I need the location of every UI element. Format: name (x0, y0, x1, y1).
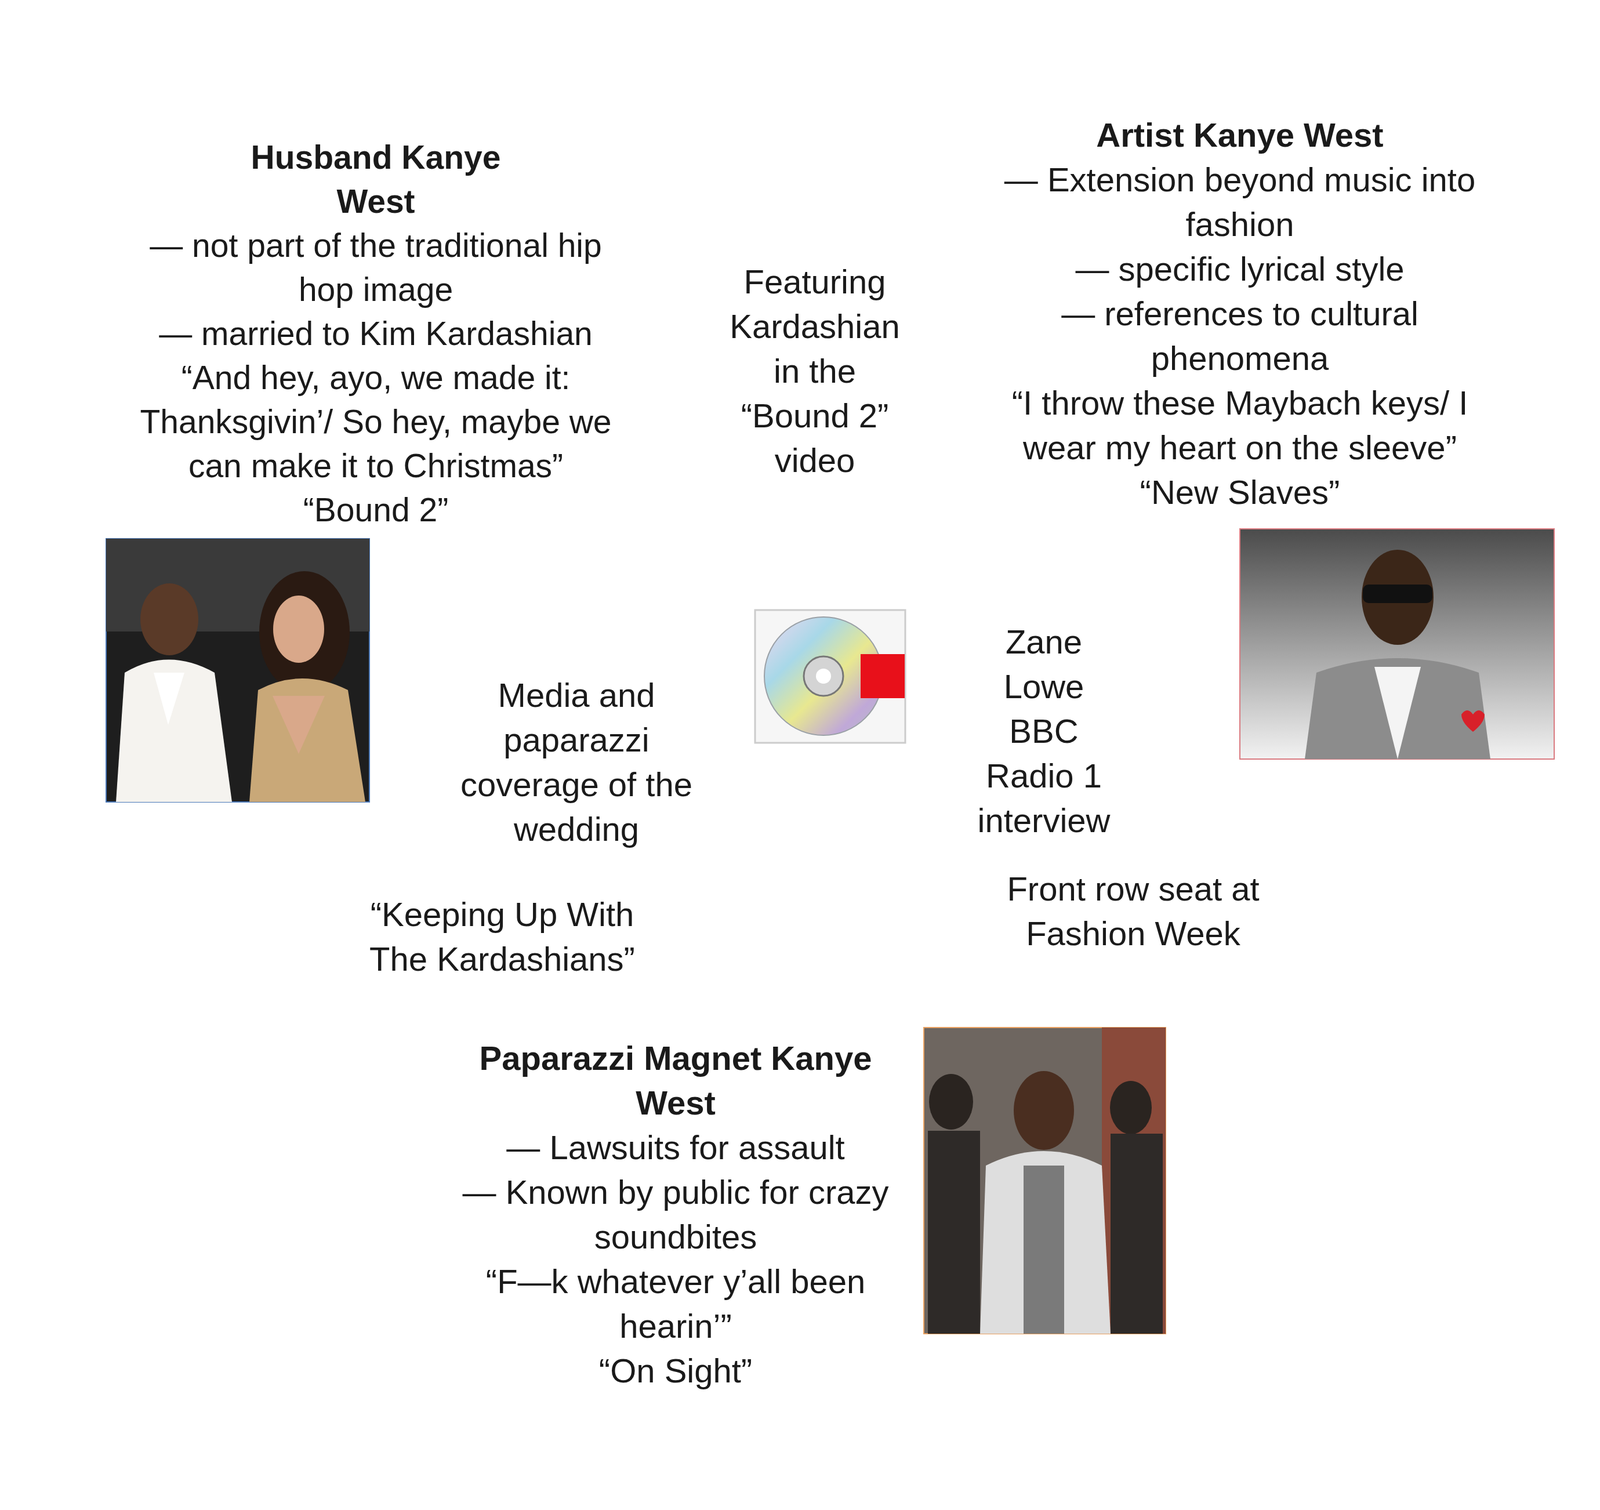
man-head (140, 583, 199, 656)
brick-wall (1101, 1027, 1166, 1334)
venn-circle: Husband Kanye West— not part of the trad… (10, 33, 994, 1018)
man-head (1361, 549, 1434, 645)
sunglasses (1362, 584, 1433, 604)
circle-outline (10, 33, 994, 1018)
venn-circle: Artist Kanye West— Extension beyond musi… (632, 15, 1600, 996)
street-photo (923, 1027, 1166, 1334)
circle-text: “I throw these Maybach keys/ I wear my h… (978, 380, 1501, 470)
region-label: Featuring Kardashian in the “Bound 2” vi… (716, 259, 914, 483)
region-label: Media and paparazzi coverage of the wedd… (445, 672, 707, 852)
shirt (153, 672, 185, 725)
man-head (1013, 1071, 1075, 1150)
grey-tee (1023, 1165, 1065, 1334)
photo-frame (106, 538, 370, 803)
heart-pin (1461, 710, 1485, 732)
circle-text: “Bound 2” (135, 487, 617, 532)
circle-shape (11, 34, 993, 1017)
crowd-body (927, 1130, 981, 1334)
text-column: Paparazzi Magnet Kanye West— Lawsuits fo… (432, 1035, 920, 1393)
woman-face (273, 595, 325, 663)
crowd-person (1109, 1080, 1152, 1135)
circle-text: “New Slaves” (978, 469, 1501, 515)
album-cover (755, 610, 906, 743)
disc-hole (815, 668, 832, 684)
region-label: Zane Lowe BBC Radio 1 interview (967, 619, 1120, 843)
venn-circle: Paparazzi Magnet Kanye West— Lawsuits fo… (324, 535, 1306, 1510)
couple-photo (106, 538, 370, 803)
circle-heading: Husband Kanye West (242, 135, 510, 224)
circle-text: — not part of the traditional hip hop im… (135, 223, 617, 312)
circle-shape (633, 16, 1600, 994)
region-label: Front row seat at Fashion Week (967, 866, 1299, 956)
circle-heading: Paparazzi Magnet Kanye West (443, 1035, 908, 1126)
circle-text: — married to Kim Kardashian (135, 311, 617, 356)
white-suit (115, 659, 232, 803)
cd-case (755, 610, 906, 743)
text-column: Artist Kanye West— Extension beyond musi… (978, 112, 1501, 515)
circle-text: — references to cultural phenomena (978, 291, 1501, 381)
circle-text: — Extension beyond music into fashion (978, 157, 1501, 247)
photo-frame (1239, 528, 1555, 760)
disc-hub (803, 656, 844, 696)
woman-hair (259, 571, 350, 694)
gold-dress (249, 678, 366, 803)
circle-shape (325, 536, 1305, 1510)
crowd-body (1110, 1133, 1163, 1334)
circle-outline (324, 535, 1306, 1510)
circle-text: “F—k whatever y’all been hearin’” (432, 1259, 920, 1349)
photo-frame (923, 1027, 1166, 1334)
white-shirt (1374, 666, 1421, 760)
grey-jacket (1304, 658, 1491, 760)
region-label: “Keeping Up With The Kardashians” (351, 891, 653, 982)
grey-hoodie (980, 1151, 1111, 1334)
text-column: Husband Kanye West— not part of the trad… (135, 135, 617, 532)
circle-text: — Known by public for crazy soundbites (432, 1169, 920, 1260)
artist-photo (1239, 528, 1555, 760)
circle-text: — Lawsuits for assault (432, 1125, 920, 1170)
crowd-person (929, 1074, 974, 1130)
circle-text: “On Sight” (432, 1348, 920, 1393)
circle-text: — specific lyrical style (978, 246, 1501, 292)
circle-text: “And hey, ayo, we made it: Thanksgivin’/… (135, 355, 617, 488)
neckline (272, 695, 325, 754)
circle-heading: Artist Kanye West (978, 112, 1501, 158)
red-tape (860, 654, 905, 699)
